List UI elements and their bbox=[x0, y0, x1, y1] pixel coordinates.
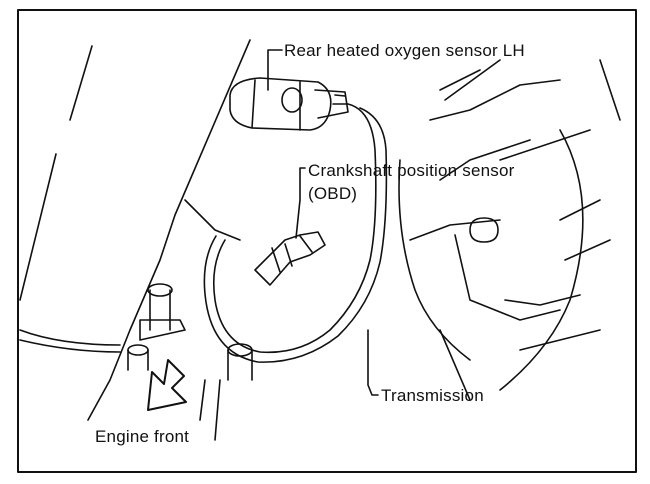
label-crankshaft-position-sensor: Crankshaft position sensor bbox=[308, 161, 515, 180]
leader-rear-o2 bbox=[267, 49, 283, 91]
transmission-housing bbox=[398, 59, 621, 401]
label-engine-front: Engine front bbox=[95, 427, 190, 446]
label-transmission: Transmission bbox=[381, 386, 484, 405]
arrow-down-left-icon bbox=[147, 359, 187, 411]
crankshaft-position-sensor bbox=[254, 231, 326, 286]
diagram-border bbox=[17, 9, 637, 473]
leader-crank bbox=[295, 167, 306, 239]
sensor-harness bbox=[212, 103, 377, 354]
label-rear-oxygen-sensor: Rear heated oxygen sensor LH bbox=[284, 41, 525, 60]
label-obd: (OBD) bbox=[308, 184, 358, 203]
rear-oxygen-sensor bbox=[229, 77, 349, 131]
leader-transmission bbox=[367, 329, 379, 396]
engine-bolts bbox=[127, 283, 253, 441]
